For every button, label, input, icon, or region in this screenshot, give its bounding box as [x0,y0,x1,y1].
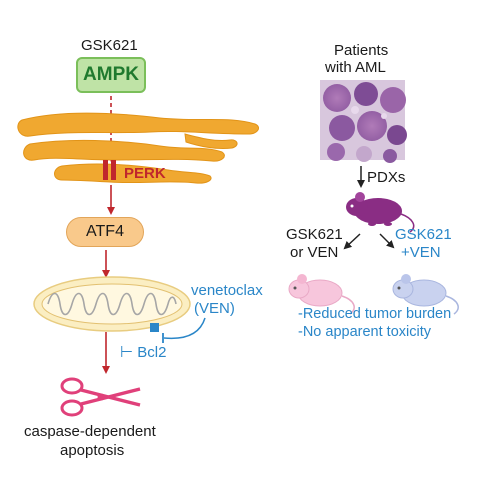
scissors-icon [60,377,141,417]
result-no-toxicity: -No apparent toxicity [298,324,431,340]
bcl2-marker [150,323,159,332]
ampk-node: AMPK [76,57,146,93]
arm2-label-line1: GSK621 [395,226,452,243]
venetoclax-label: venetoclax [191,282,263,299]
pdx-label: PDXs [367,169,406,186]
outcome-label-line2: apoptosis [60,442,125,459]
atf4-node: ATF4 [66,217,144,247]
venetoclax-abbrev-label: (VEN) [194,300,235,317]
aml-micrograph-icon [320,80,407,163]
pdx-mouse-icon [346,192,415,233]
combination-mouse-icon [392,274,459,315]
perk-label: PERK [124,165,166,182]
perk-receptor-bar-left [103,160,108,180]
atf4-label: ATF4 [86,223,124,240]
arm1-label-line1: GSK621 [286,226,343,243]
endoplasmic-reticulum-icon [17,112,259,184]
patients-label: Patients [334,42,389,59]
outcome-label-line1: caspase-dependent [24,423,156,440]
arm1-label-line2: or VEN [290,244,339,261]
venetoclax-inhibition-line [163,317,206,340]
bcl2-label: ⊢ Bcl2 [120,344,167,361]
arm2-label-line2: +VEN [401,244,441,261]
patients-label-line2: with AML [325,59,386,76]
ampk-label: AMPK [83,64,139,85]
arm1-arrow [343,233,361,250]
mitochondrion-icon [33,276,191,332]
result-reduced-tumor: -Reduced tumor burden [298,306,452,322]
arm2-arrow [379,233,395,249]
perk-receptor-bar-right [111,160,116,180]
single-agent-mouse-icon [288,274,355,315]
gsk621-label: GSK621 [81,37,138,54]
